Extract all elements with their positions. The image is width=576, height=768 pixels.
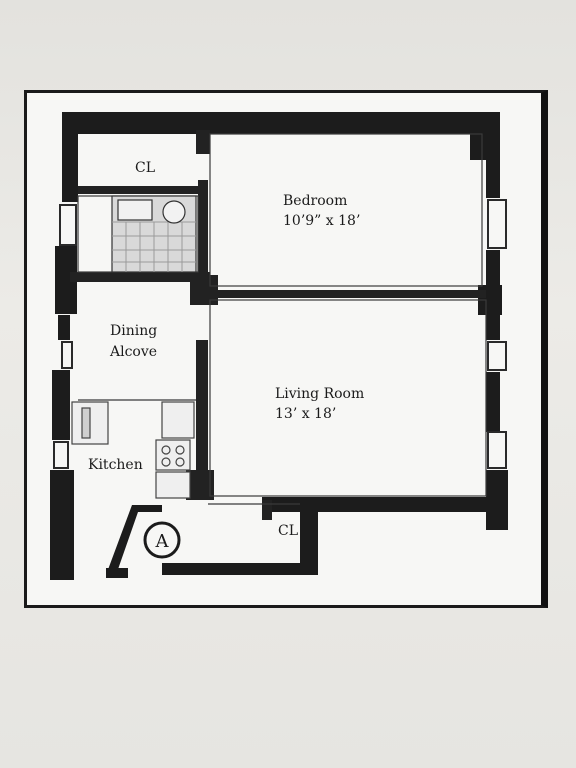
bedroom-size: 10’9” x 18’ bbox=[283, 213, 360, 229]
exterior-walls bbox=[50, 112, 508, 580]
dining-label-line2: Alcove bbox=[109, 344, 157, 360]
dishwasher-icon bbox=[155, 471, 191, 499]
bedroom-label: Bedroom bbox=[283, 193, 347, 209]
sink-icon bbox=[117, 199, 153, 221]
entry-circle-icon bbox=[143, 521, 181, 559]
windows bbox=[53, 199, 507, 469]
room-labels: CL Bedroom 10’9” x 18’ Dining Alcove Liv… bbox=[88, 160, 364, 539]
dining-label-line1: Dining bbox=[110, 323, 157, 339]
closet-top-label: CL bbox=[135, 160, 155, 176]
kitchen-label: Kitchen bbox=[88, 457, 143, 473]
sink-icon bbox=[161, 401, 195, 439]
interior-lines bbox=[77, 133, 487, 505]
toilet-icon bbox=[162, 200, 186, 224]
interior-walls bbox=[70, 130, 486, 520]
living-room-label: Living Room bbox=[275, 386, 364, 402]
kitchen-fixtures bbox=[71, 401, 195, 499]
stove-icon bbox=[155, 439, 191, 471]
entry-letter: A bbox=[155, 531, 170, 552]
floor-plan-frame bbox=[24, 90, 548, 608]
living-room-size: 13’ x 18’ bbox=[275, 406, 336, 422]
bathroom-fixtures bbox=[111, 195, 197, 273]
entry-marker: A bbox=[143, 521, 181, 559]
closet-bottom-label: CL bbox=[278, 523, 298, 539]
